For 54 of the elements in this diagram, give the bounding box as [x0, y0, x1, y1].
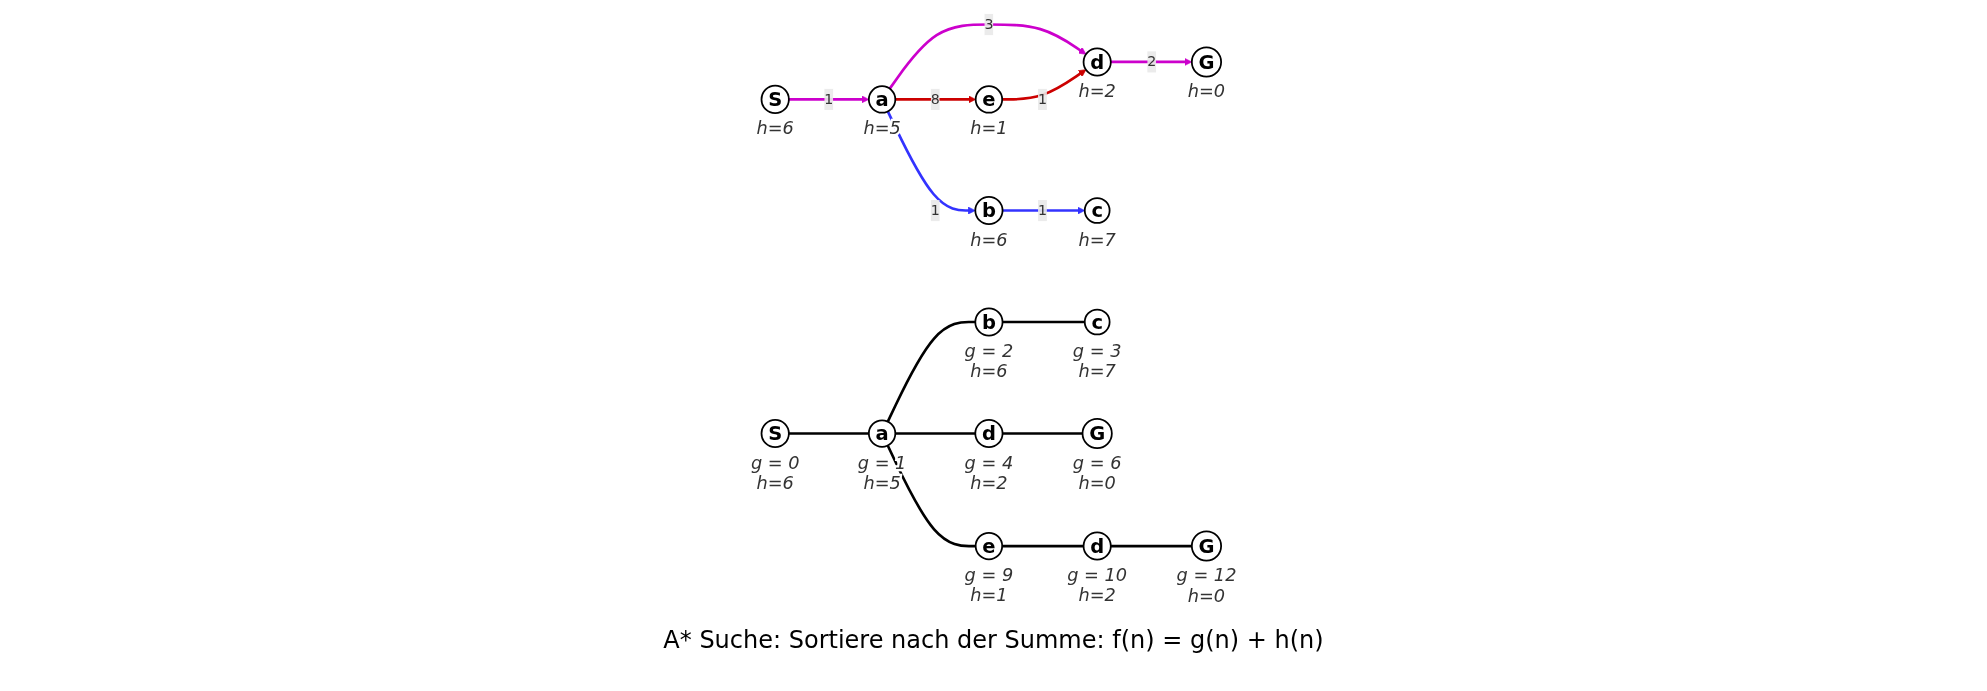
node-circle: b [974, 307, 1004, 337]
node-annotation: g = 4 h=2 [964, 452, 1014, 493]
edge-label: 1 [824, 90, 834, 108]
arrow [886, 110, 976, 215]
node-annotation: g = 1 h=5 [857, 452, 907, 493]
node-annotation: g = 10 h=2 [1067, 565, 1127, 606]
node-circle: d [1082, 531, 1112, 561]
node-circle: G [1081, 418, 1113, 450]
edge-label: 1 [1037, 90, 1047, 108]
node-annotation: g = 0 h=6 [750, 452, 800, 493]
node-circle: G [1190, 530, 1222, 562]
node-annotation: h=0 [1187, 81, 1225, 101]
node-circle: a [867, 85, 897, 114]
node-circle: c [1083, 308, 1111, 336]
node-circle: a [867, 419, 897, 448]
node-annotation: h=6 [970, 229, 1008, 250]
edge-label: 1 [1037, 201, 1047, 219]
arrow [1110, 58, 1192, 66]
arrow [788, 95, 870, 104]
arrow [1002, 69, 1087, 101]
connector [895, 432, 976, 435]
node-annotation: g = 6 h=0 [1072, 452, 1122, 493]
node-annotation: g = 12 h=0 [1176, 565, 1237, 606]
connector [788, 432, 869, 435]
node-annotation: h=1 [970, 118, 1008, 139]
node-circle: b [974, 196, 1004, 226]
node-annotation: h=2 [1078, 81, 1116, 101]
edge-label: 3 [984, 15, 994, 33]
connector [1002, 544, 1084, 548]
edge-label: 2 [1147, 53, 1157, 70]
connector [1002, 432, 1083, 435]
edge-label: 8 [930, 90, 940, 108]
node-annotation: g = 2 h=6 [964, 341, 1014, 382]
connector [1002, 320, 1085, 324]
arrow [1002, 206, 1085, 215]
node-circle: d [1082, 47, 1112, 77]
node-circle: S [760, 418, 790, 449]
node-annotation: g = 9 h=1 [964, 565, 1014, 606]
arrow [888, 23, 1087, 90]
node-annotation: g = 3 h=7 [1072, 341, 1122, 382]
connector [886, 320, 976, 423]
node-circle: c [1083, 197, 1111, 224]
node-circle: e [974, 531, 1003, 561]
connector [886, 444, 976, 548]
connector [1110, 544, 1192, 548]
node-annotation: h=6 [756, 118, 794, 139]
edge-label: 1 [930, 201, 940, 219]
node-circle: S [760, 84, 790, 114]
note-text: A* Suche: Sortiere nach der Summe: f(n) = g(n) + h(n) [662, 626, 1325, 654]
arrow [895, 95, 976, 104]
node-circle: e [974, 85, 1003, 114]
node-circle: G [1190, 46, 1222, 78]
node-annotation: h=7 [1078, 229, 1116, 250]
node-circle: d [974, 419, 1004, 449]
